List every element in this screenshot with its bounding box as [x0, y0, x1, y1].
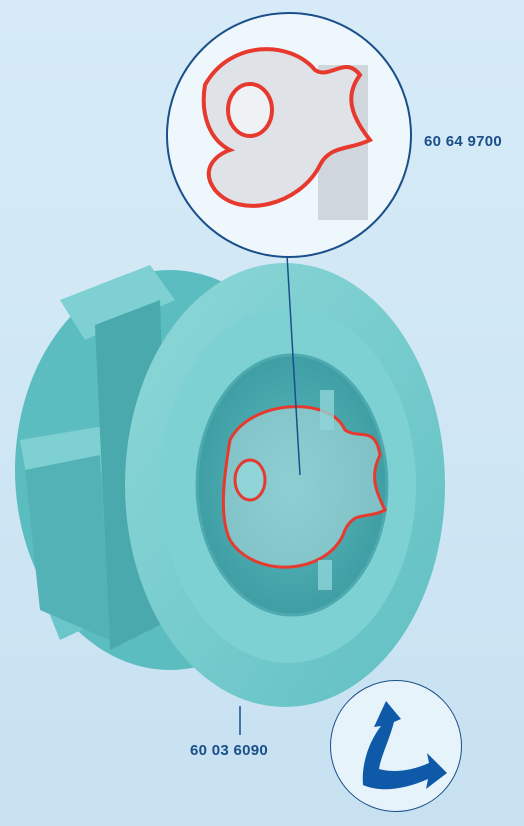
- curved-arrow-right-icon: [331, 681, 463, 813]
- part-number-top: 60 64 9700: [424, 133, 502, 150]
- part-number-bottom: 60 03 6090: [190, 742, 268, 759]
- next-step-button[interactable]: [330, 680, 462, 812]
- zoom-callout: [167, 13, 411, 257]
